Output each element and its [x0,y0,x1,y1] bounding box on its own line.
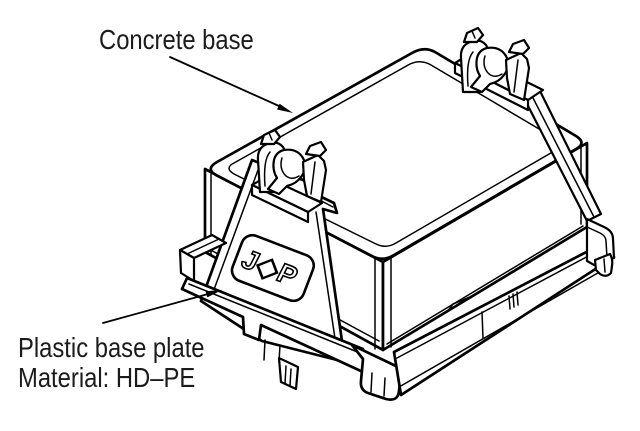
rear-lug-hook-mouth [483,55,503,77]
plate-rail-tick-1 [508,295,511,310]
plate-front-left-rail-inner [188,283,361,354]
plate-front-right-rail-bottom-inner [398,265,611,388]
plate-front-foot-line-1 [370,372,373,393]
rear-lug-hook [469,46,510,94]
bottom-edge-jog [446,296,471,313]
rear-lug-post-tab [507,38,531,56]
logo-badge: J◆P [230,233,316,303]
rear-lifting-lug [453,26,603,223]
plate-right-foot-line [603,258,606,273]
plastic-base-plate [178,217,616,401]
plate-rail-tick-3 [516,291,519,306]
label-concrete-base: Concrete base [99,24,254,55]
front-lug-post-inner [310,161,316,195]
front-tower-foot-line-1 [263,339,266,361]
plate-middle-foot [277,356,300,391]
front-lug-hook [266,148,307,196]
leader-arrow-base-plate [205,290,222,298]
plate-left-rim-inner [186,238,220,255]
front-lug-arch-inner [263,151,271,187]
front-tower-inner-left [211,169,259,296]
plate-right-rim-inner [586,226,608,259]
front-tower-inner-right [315,211,337,346]
logo-badge-frame [230,233,316,303]
callout-leaders [102,56,293,324]
rear-lug-arch-inner [466,51,474,87]
plate-front-foot-line-2 [383,377,386,397]
leader-line-base-plate [102,293,209,324]
right-bottom-chamfer-line [386,225,584,345]
front-lifting-lug [250,128,328,224]
front-lug-hook-mouth [280,157,300,179]
plate-front-right-rail-top-inner [396,252,595,359]
rear-lug-post-inner [513,59,519,93]
plate-right-foot [593,252,614,277]
plate-middle-foot-line-1 [284,365,287,385]
front-lug-post-tab [304,140,328,158]
leader-line-concrete-base [169,56,280,107]
plate-rail-tick-2 [512,293,515,308]
rear-lug-tab-notch [471,30,476,39]
front-lug-tab-notch [268,132,273,141]
label-plastic-base-plate: Plastic base plate [18,332,205,363]
front-lug-base-front [250,183,310,224]
label-material: Material: HD–PE [18,362,196,393]
leader-arrow-concrete-base [277,103,293,113]
plate-middle-foot-line-2 [289,368,292,387]
rear-lug-gusset-inner-line [531,95,595,218]
plate-rail-divider [481,311,484,339]
